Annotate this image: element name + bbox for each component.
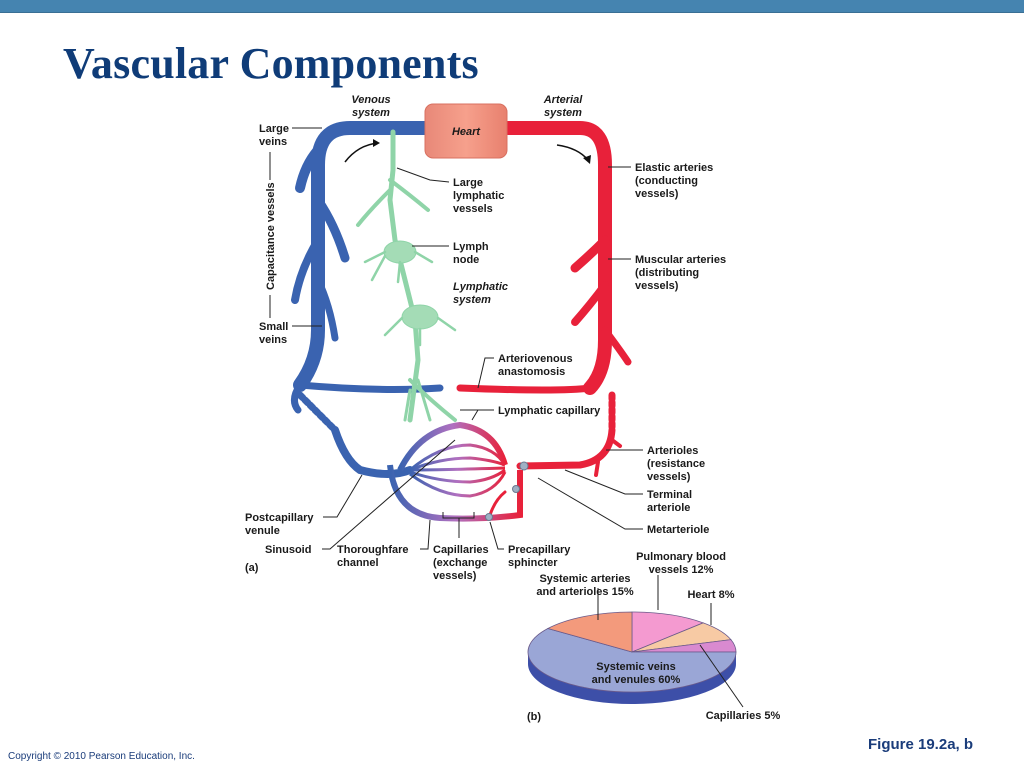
pie-label-leader: [699, 644, 744, 708]
pie-slice-arteries: [546, 611, 633, 653]
pie-side-wall: [528, 652, 736, 704]
lymphatic-capillary-label: Lymphatic capillary: [498, 405, 601, 417]
slide-top-bar: [0, 0, 1024, 13]
arterial-system-vessels: [456, 121, 632, 477]
precapillary-sphincter-shape: [519, 461, 529, 471]
flow-arrow-icon: [556, 144, 589, 161]
panel-b-label: (b): [527, 711, 541, 723]
heart-label: Heart: [452, 126, 481, 138]
capillary-bed: [387, 421, 529, 522]
figure-reference: Figure 19.2a, b: [868, 736, 974, 753]
lymph-node-shape: [383, 240, 417, 264]
slide-title: Vascular Components: [63, 39, 479, 88]
pie-slice-veins: [527, 628, 737, 693]
heart-shape: [424, 103, 508, 159]
pie-slice-pulmonary: [631, 611, 705, 653]
pie-label-capillaries: Capillaries 5%: [706, 710, 781, 722]
capacitance-vessels-label: Capacitance vessels: [265, 182, 277, 290]
metarteriole-label: Metarteriole: [647, 524, 709, 536]
sinusoid-label: Sinusoid: [265, 544, 311, 556]
pie-label-heart: Heart 8%: [687, 589, 734, 601]
venous-system-vessels: [291, 121, 444, 478]
panel-a-label: (a): [245, 562, 259, 574]
copyright-text: Copyright © 2010 Pearson Education, Inc.: [8, 751, 195, 762]
lymphatic-system-vessels: [356, 129, 457, 423]
